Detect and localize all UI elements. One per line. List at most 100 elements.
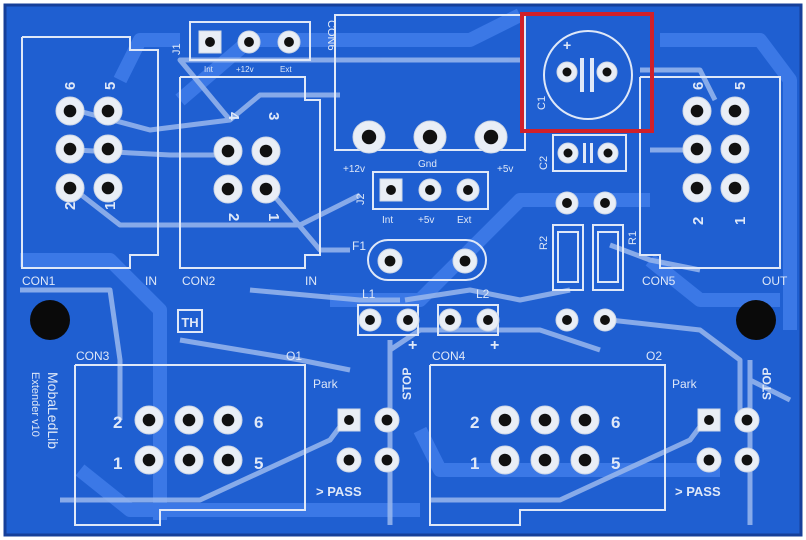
con5-pin-6: 6	[690, 82, 707, 90]
con1-pad-6	[93, 173, 123, 203]
o1-pad-park	[337, 408, 361, 432]
label-c2: C2	[538, 156, 550, 170]
label-j1-ext: Ext	[280, 65, 292, 74]
label-plus-l1: +	[408, 337, 417, 354]
con1-pad-1	[55, 96, 85, 126]
con1-pin-2: 2	[62, 202, 79, 210]
o2-pad-4	[734, 447, 760, 473]
silk-text: CON1 IN CON2 IN CON5 OUT CON6 J1 Int +12…	[22, 20, 788, 499]
con4-pin-2: 2	[470, 413, 479, 432]
c2-pad-2	[597, 142, 619, 164]
con4-pad-1	[490, 405, 520, 435]
r2-pad-bottom	[555, 308, 579, 332]
l1-pad-2	[396, 308, 420, 332]
con2-pad-4	[251, 174, 281, 204]
label-con2: CON2	[182, 274, 216, 288]
mounting-hole-left	[30, 300, 70, 340]
label-12v: +12v	[343, 164, 365, 175]
j2-pad-ext	[456, 178, 480, 202]
label-r2: R2	[538, 236, 550, 250]
l2-pad-2	[476, 308, 500, 332]
con4-pad-4	[490, 445, 520, 475]
label-o2: O2	[646, 349, 662, 363]
r1-pad-top	[593, 191, 617, 215]
con3-pad-3	[213, 405, 243, 435]
label-con1-in: IN	[145, 274, 157, 288]
label-con3: CON3	[76, 349, 110, 363]
j2-pad-int	[379, 178, 403, 202]
f1-pad-2	[452, 248, 478, 274]
con2-pad-1	[213, 136, 243, 166]
con1-pad-2	[93, 96, 123, 126]
j1-pad-12v	[237, 30, 261, 54]
con5-pad-2	[720, 96, 750, 126]
con5-pin-5: 5	[732, 82, 749, 90]
label-j2-int: Int	[382, 215, 393, 226]
con4-pad-6	[570, 445, 600, 475]
con1-pad-4	[93, 134, 123, 164]
con4-pin-6: 6	[611, 413, 620, 432]
con3-pin-6: 6	[254, 413, 263, 432]
capacitor-c2	[583, 143, 593, 163]
label-j2-5v: +5v	[418, 215, 434, 226]
con5-pin-2: 2	[690, 217, 707, 225]
con4-pad-5	[530, 445, 560, 475]
con1-pad-5	[55, 173, 85, 203]
con2-pin-4: 4	[225, 112, 242, 121]
con4-pin-1: 1	[470, 454, 479, 473]
label-park-2: Park	[672, 377, 698, 391]
label-con4: CON4	[432, 349, 466, 363]
label-c1: C1	[536, 96, 548, 110]
con5-pad-4	[720, 134, 750, 164]
con5-pad-6	[720, 173, 750, 203]
label-j2-ext: Ext	[457, 215, 472, 226]
j2-pad-5v	[418, 178, 442, 202]
label-stop-1: STOP	[400, 368, 414, 400]
o2-pad-park	[697, 408, 721, 432]
l2-pad-1	[438, 308, 462, 332]
c2-pad-1	[557, 142, 579, 164]
con3-pin-1: 1	[113, 454, 122, 473]
con2-pin-3: 3	[265, 112, 282, 120]
label-con5: CON5	[642, 274, 676, 288]
con3-pad-2	[174, 405, 204, 435]
label-con1: CON1	[22, 274, 56, 288]
resistor-r1-body	[597, 231, 619, 283]
label-pass-2: > PASS	[675, 484, 721, 499]
label-con5-out: OUT	[762, 274, 788, 288]
con1-pad-3	[55, 134, 85, 164]
con4-pad-3	[570, 405, 600, 435]
con3-pad-1	[134, 405, 164, 435]
label-j1-int: Int	[204, 65, 214, 74]
label-r1: R1	[627, 231, 639, 245]
mounting-hole-right	[736, 300, 776, 340]
con1-pin-1: 1	[102, 202, 119, 210]
resistor-r2-body	[557, 231, 579, 283]
con3-pad-5	[174, 445, 204, 475]
label-park-1: Park	[313, 377, 339, 391]
board-name: MobaLedLib	[45, 372, 61, 449]
o1-pad-pass	[336, 447, 362, 473]
label-o1: O1	[286, 349, 302, 363]
con2-pin-2: 2	[225, 213, 242, 221]
label-j1-12v: +12v	[236, 65, 254, 74]
con1-pin-5: 5	[102, 82, 119, 90]
label-j1: J1	[171, 43, 183, 55]
label-stop-2: STOP	[760, 368, 774, 400]
r2-pad-top	[555, 191, 579, 215]
con4-pad-2	[530, 405, 560, 435]
label-con2-in: IN	[305, 274, 317, 288]
label-j2: J2	[355, 193, 367, 205]
con1-pin-6: 6	[62, 82, 79, 90]
con3-pin-2: 2	[113, 413, 122, 432]
label-c1-plus: +	[563, 37, 571, 53]
label-plus-l2: +	[490, 337, 499, 354]
con4-pin-5: 5	[611, 454, 620, 473]
o2-pad-stop	[734, 407, 760, 433]
svg-text:TH: TH	[181, 315, 198, 330]
o1-pad-4	[374, 447, 400, 473]
con3-pad-4	[134, 445, 164, 475]
con2-pin-1: 1	[265, 213, 282, 221]
label-l2: L2	[476, 287, 490, 301]
